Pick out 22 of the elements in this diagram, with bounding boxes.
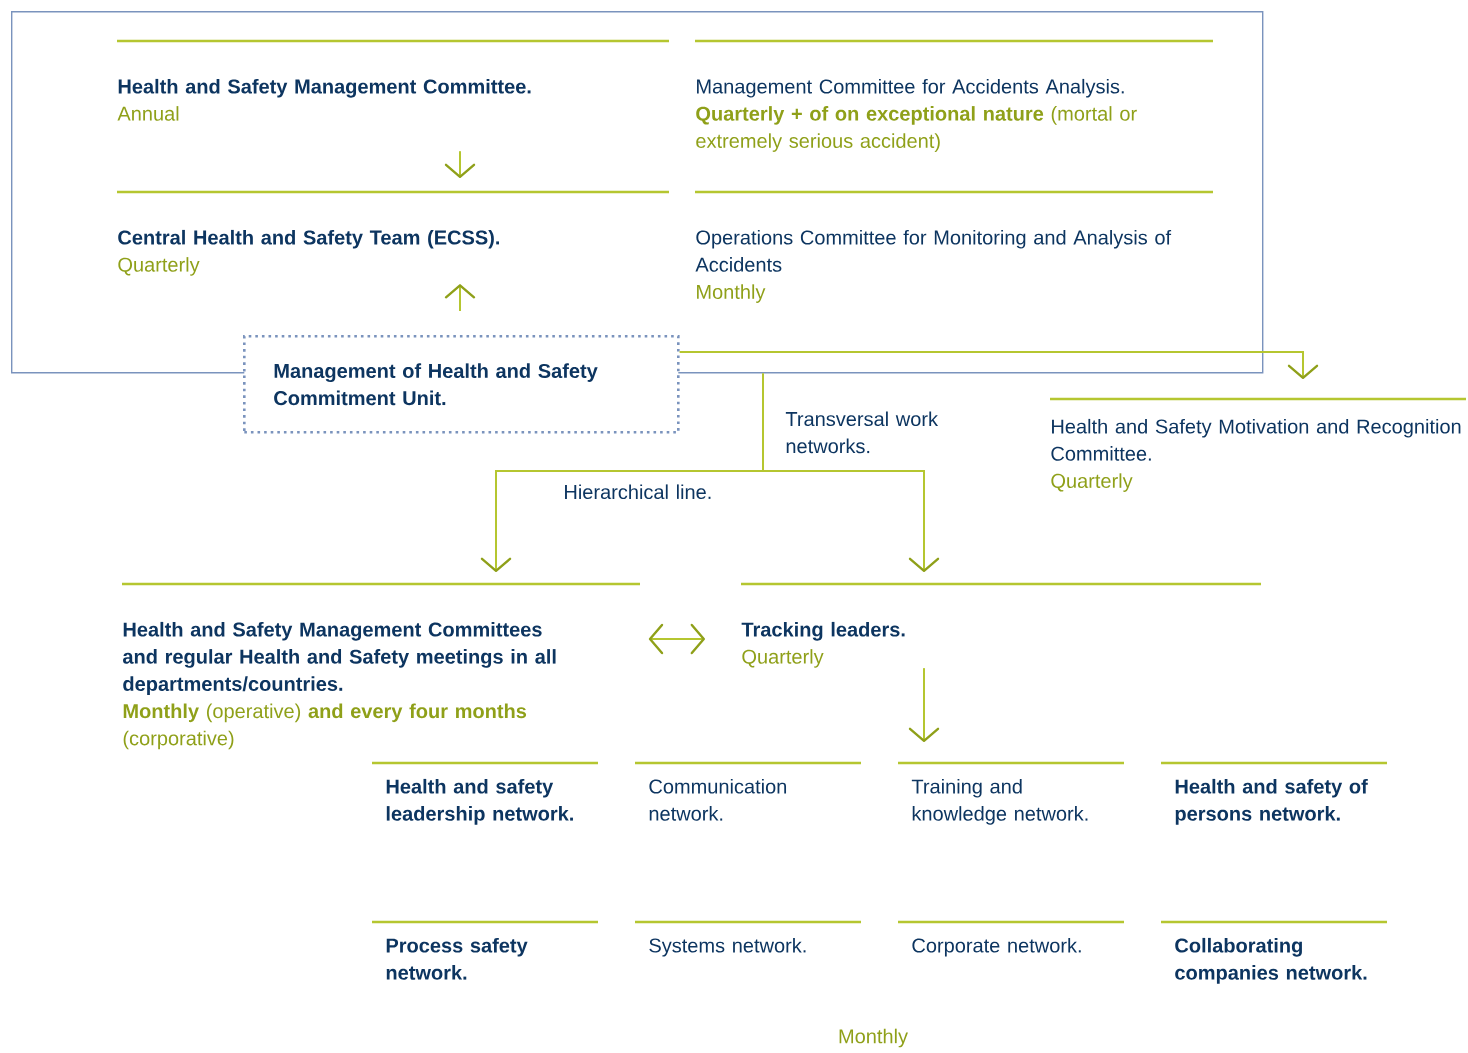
network-card: Health and safety of persons network. (1161, 761, 1387, 825)
network-card: Communication network. (635, 761, 861, 821)
committee-card: Central Health and Safety Team (ECSS). Quarterly (117, 190, 669, 276)
committee-card: Tracking leaders. Quarterly (741, 582, 1261, 668)
committee-card: Management Committee for Accidents Analysis. Quarterly + of on exceptional nature (mortal or extremely serious accident) (695, 39, 1213, 152)
committee-card: Operations Committee for Monitoring and Analysis of Accidents Monthly (695, 190, 1213, 303)
arrow (762, 372, 940, 572)
committee-card: Health and Safety Management Committees and regular Health and Safety meetings in all departments/countries. Monthly (operative) and every four months (corporative) (122, 582, 640, 750)
frequency-label: Monthly (839, 1028, 908, 1048)
network-card: Training and knowledge network. (898, 761, 1124, 825)
arrow (908, 667, 940, 742)
network-card: Systems network. (635, 920, 861, 957)
network-card: Process safety network. (372, 920, 598, 980)
committee-card: Health and Safety Motivation and Recognition Committee. Quarterly (1050, 397, 1466, 492)
committee-card: Health and Safety Management Committee. Annual (117, 39, 669, 121)
network-card: Corporate network. (898, 920, 1124, 957)
arrow (678, 351, 1319, 379)
dotted-box: Management of Health and Safety Commitment Unit. (243, 335, 680, 434)
edge-label: Hierarchical line. (565, 484, 711, 500)
network-card: Health and safety leadership network. (372, 761, 598, 825)
edge-label: Transversal work networks. (785, 411, 939, 454)
network-card: Collaborating companies network. (1161, 920, 1387, 984)
